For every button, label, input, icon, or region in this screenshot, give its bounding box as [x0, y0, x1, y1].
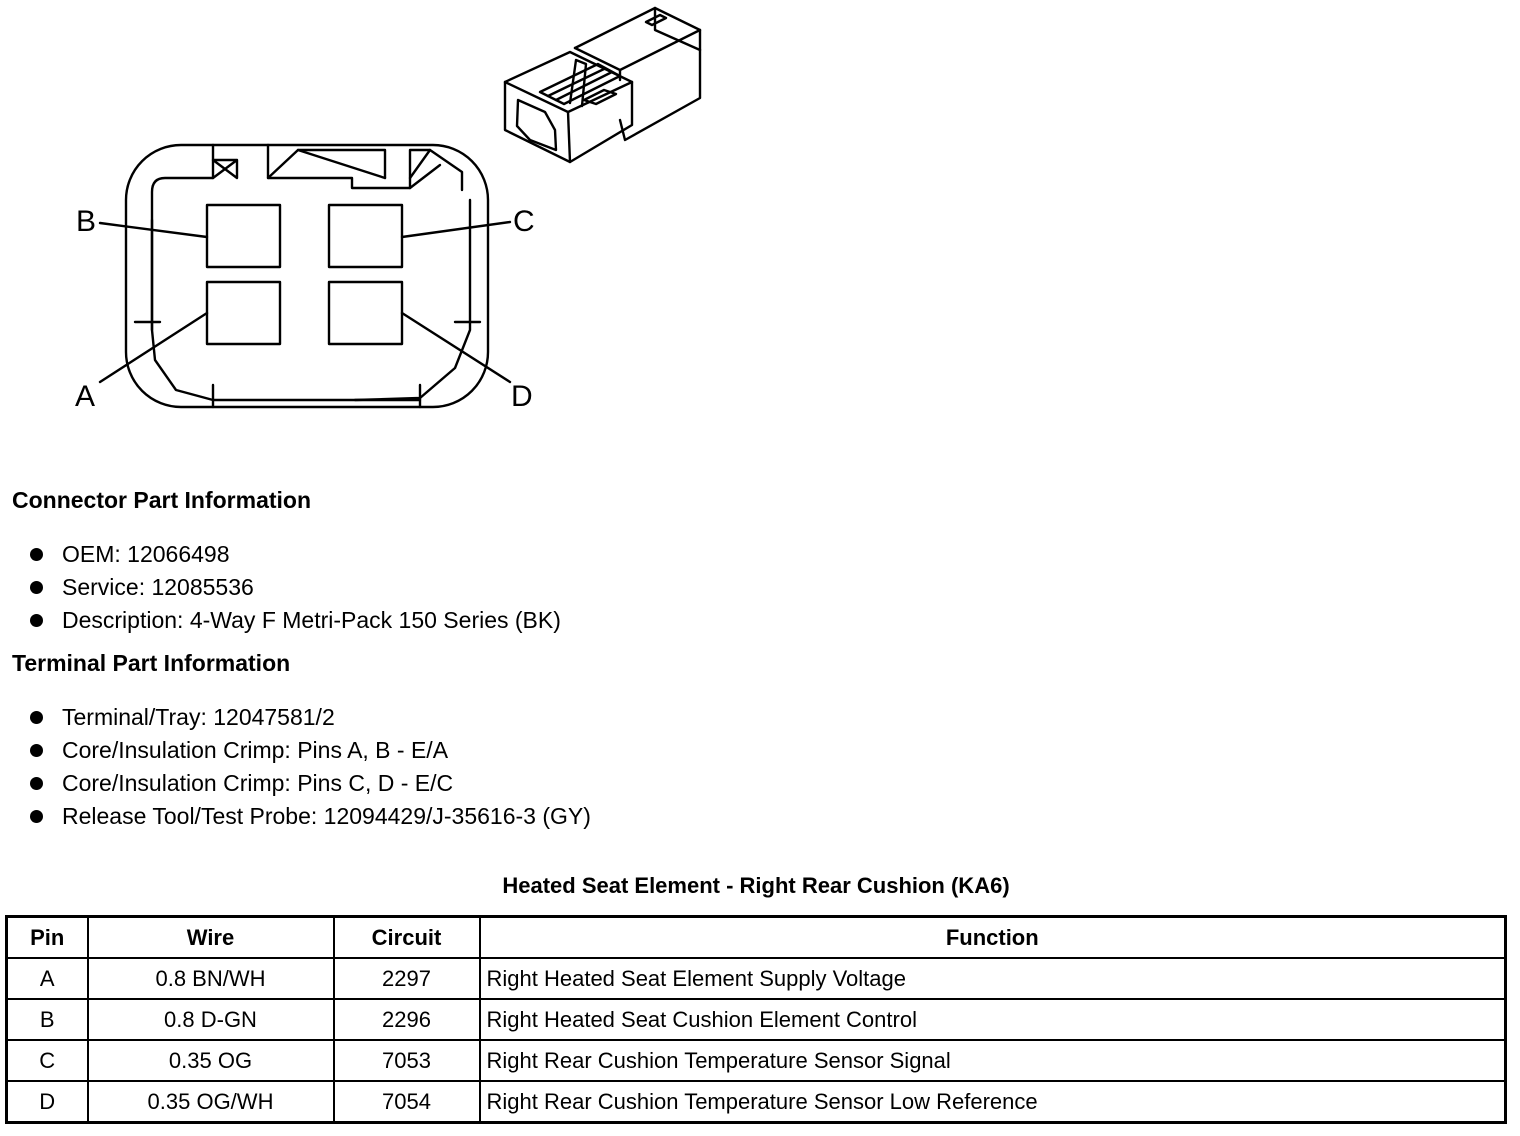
table-title: Heated Seat Element - Right Rear Cushion… [502, 873, 1010, 898]
connector-diagram: B C A D [75, 6, 702, 413]
pin-label-d: D [511, 380, 533, 413]
cell-circuit: 2297 [332, 957, 481, 1000]
cell-function: Right Heated Seat Element Supply Voltage [478, 957, 1507, 1000]
pin-cavity-d [327, 280, 404, 346]
leader-line-c [400, 220, 512, 239]
connector-info-item: OEM: 12066498 [30, 538, 561, 571]
cell-pin: A [5, 957, 89, 1000]
terminal-info-item: Core/Insulation Crimp: Pins A, B - E/A [30, 734, 591, 767]
cell-wire: 0.35 OG/WH [86, 1080, 335, 1124]
pin-label-c: C [513, 205, 535, 238]
pin-label-b: B [76, 205, 96, 238]
terminal-info-item: Terminal/Tray: 12047581/2 [30, 701, 591, 734]
cell-circuit: 2296 [332, 998, 481, 1041]
connector-face [124, 143, 490, 409]
cell-function: Right Rear Cushion Temperature Sensor Lo… [478, 1080, 1507, 1124]
cell-pin: D [5, 1080, 89, 1124]
leader-line-b [98, 221, 209, 239]
pin-cavity-b [205, 203, 282, 269]
cell-wire: 0.35 OG [86, 1039, 335, 1082]
header-circuit: Circuit [332, 915, 481, 959]
connector-info-item: Service: 12085536 [30, 571, 561, 604]
leader-line-d [400, 311, 512, 384]
cell-pin: C [5, 1039, 89, 1082]
terminal-info-item: Core/Insulation Crimp: Pins C, D - E/C [30, 767, 591, 800]
cell-circuit: 7053 [332, 1039, 481, 1082]
cell-wire: 0.8 BN/WH [86, 957, 335, 1000]
cell-function: Right Rear Cushion Temperature Sensor Si… [478, 1039, 1507, 1082]
header-function: Function [478, 915, 1507, 959]
pin-cavity-a [205, 280, 282, 346]
connector-info-heading: Connector Part Information [12, 487, 312, 513]
cell-pin: B [5, 998, 89, 1041]
terminal-info-heading: Terminal Part Information [12, 650, 291, 676]
header-wire: Wire [86, 915, 335, 959]
connector-info-item: Description: 4-Way F Metri-Pack 150 Seri… [30, 604, 561, 637]
cell-circuit: 7054 [332, 1080, 481, 1124]
cell-wire: 0.8 D-GN [86, 998, 335, 1041]
table-header-row: Pin Wire Circuit Function [5, 915, 1507, 959]
terminal-info-item: Release Tool/Test Probe: 12094429/J-3561… [30, 800, 591, 833]
leader-line-a [98, 311, 209, 384]
pin-label-a: A [75, 380, 95, 413]
cell-function: Right Heated Seat Cushion Element Contro… [478, 998, 1507, 1041]
connector-3d-illustration [503, 6, 702, 164]
header-pin: Pin [5, 915, 89, 959]
pin-cavity-c [327, 203, 404, 269]
